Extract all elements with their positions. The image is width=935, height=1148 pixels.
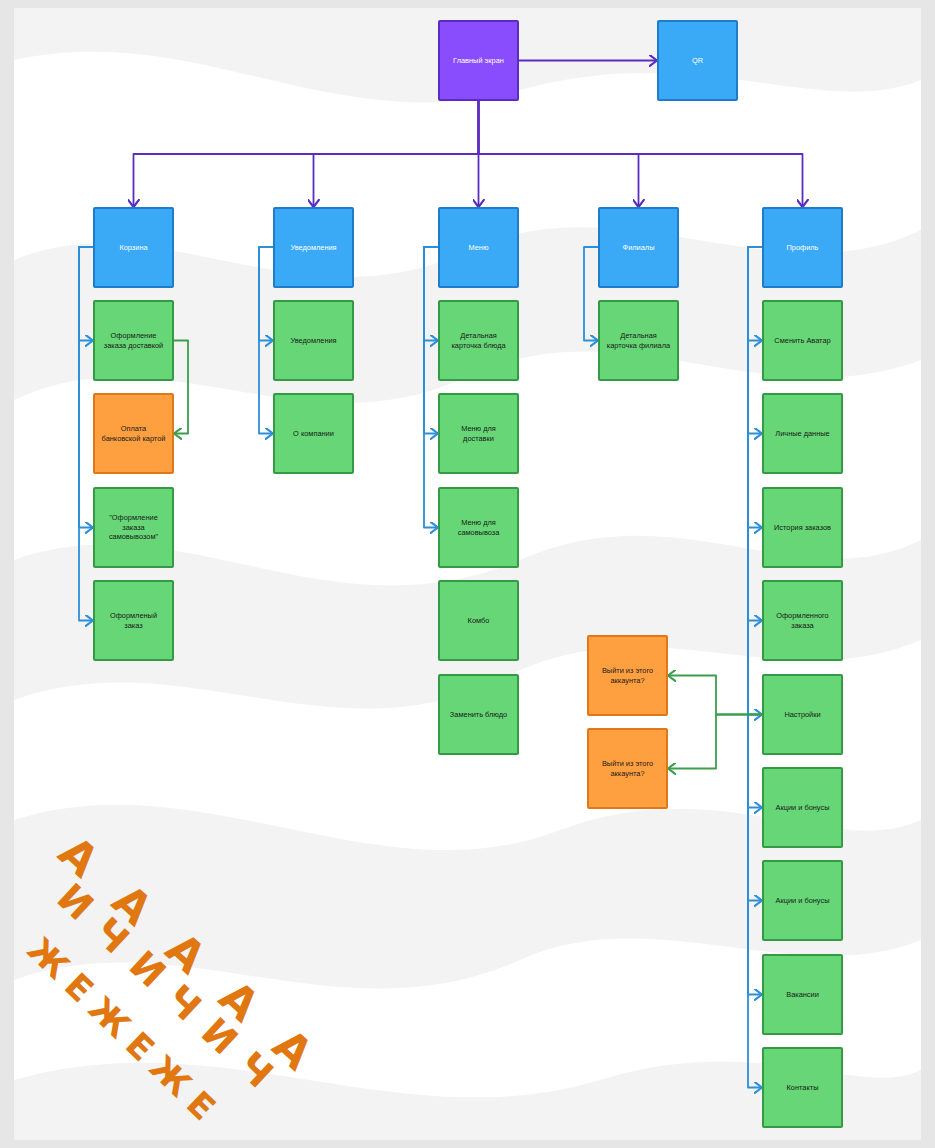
flow-arrow: [668, 715, 762, 769]
node-label: Меню для доставки: [446, 424, 511, 443]
flow-arrow: [478, 101, 480, 207]
screen-box: Детальная карточка филиала: [598, 300, 679, 381]
flow-arrow: [748, 247, 762, 715]
flow-arrow: [79, 247, 93, 621]
node-label: Акции и бонусы: [776, 896, 830, 906]
flow-arrow: [748, 247, 762, 341]
node-label: Меню для самовывоза: [446, 518, 511, 537]
section-box: Профиль: [762, 207, 843, 288]
flow-arrow: [748, 247, 762, 528]
screen-box: Комбо: [438, 580, 519, 661]
node-label: Оплата банковской картой: [101, 424, 166, 443]
screen-box: Оформленый заказ: [93, 580, 174, 661]
node-label: Контакты: [787, 1083, 819, 1093]
flow-arrow: [424, 247, 438, 528]
flow-arrow: [424, 247, 438, 434]
section-box: Корзина: [93, 207, 174, 288]
flow-arrow: [748, 247, 762, 621]
node-label: Настройки: [784, 710, 820, 720]
flow-arrow: [259, 247, 273, 341]
screen-box: Вакансии: [762, 954, 843, 1035]
panel: [14, 8, 921, 1140]
screen-box: Акции и бонусы: [762, 860, 843, 941]
node-label: Детальная карточка блюда: [446, 331, 511, 350]
node-label: Корзина: [119, 243, 147, 253]
node-label: Заменить блюдо: [450, 710, 507, 720]
screen-box: Оформленного заказа: [762, 580, 843, 661]
flow-arrow: [259, 247, 273, 434]
node-label: QR: [692, 56, 703, 66]
root-screen-box: Главный экран: [438, 20, 519, 101]
flow-arrow: [174, 341, 188, 434]
screen-box: Настройки: [762, 674, 843, 755]
node-label: Детальная карточка филиала: [606, 331, 671, 350]
node-label: История заказов: [774, 523, 831, 533]
screen-box: Сменить Аватар: [762, 300, 843, 381]
screen-box: О компании: [273, 393, 354, 474]
node-label: Сменить Аватар: [774, 336, 830, 346]
flow-arrow: [748, 247, 762, 995]
node-label: Профиль: [787, 243, 819, 253]
flow-arrow: [668, 676, 762, 715]
node-label: Вакансии: [786, 990, 819, 1000]
flow-arrow: [748, 247, 762, 1088]
screen-box: Личные данные: [762, 393, 843, 474]
popup-box: Выйти из этого аккаунта?: [587, 635, 668, 716]
screen-box: Уведомления: [273, 300, 354, 381]
node-label: Главный экран: [453, 56, 504, 66]
flow-arrow: [519, 60, 657, 62]
screen-box: Меню для доставки: [438, 393, 519, 474]
flow-arrow: [748, 247, 762, 901]
screen-box: "Оформление заказа самовывозом": [93, 487, 174, 568]
screen-box: Контакты: [762, 1047, 843, 1128]
node-label: Выйти из этого аккаунта?: [595, 666, 660, 685]
flow-arrow: [584, 247, 598, 341]
section-box: Меню: [438, 207, 519, 288]
node-label: Личные данные: [775, 429, 829, 439]
flow-arrow: [424, 247, 438, 341]
flow-arrow: [134, 101, 479, 207]
screen-box: Меню для самовывоза: [438, 487, 519, 568]
popup-box: Оплата банковской картой: [93, 393, 174, 474]
screen-box: Оформление заказа доставкой: [93, 300, 174, 381]
node-label: О компании: [293, 429, 334, 439]
node-label: Оформленый заказ: [101, 611, 166, 630]
node-label: Филиалы: [623, 243, 655, 253]
flow-arrow: [748, 247, 762, 434]
node-label: "Оформление заказа самовывозом": [101, 513, 166, 542]
flow-arrow: [748, 247, 762, 808]
wave-decoration: [14, 8, 921, 1140]
flow-arrow: [79, 247, 93, 341]
node-label: Оформленного заказа: [770, 611, 835, 630]
flow-arrow: [79, 247, 93, 528]
node-label: Уведомления: [290, 243, 336, 253]
node-label: Акции и бонусы: [776, 803, 830, 813]
section-box: QR: [657, 20, 738, 101]
flow-arrow: [479, 101, 639, 207]
node-label: Комбо: [468, 616, 490, 626]
screen-box: История заказов: [762, 487, 843, 568]
popup-box: Выйти из этого аккаунта?: [587, 728, 668, 809]
screen-box: Детальная карточка блюда: [438, 300, 519, 381]
node-label: Выйти из этого аккаунта?: [595, 759, 660, 778]
screen-box: Акции и бонусы: [762, 767, 843, 848]
flow-arrow: [314, 101, 479, 207]
section-box: Филиалы: [598, 207, 679, 288]
node-label: Оформление заказа доставкой: [101, 331, 166, 350]
flow-arrow: [479, 101, 803, 207]
section-box: Уведомления: [273, 207, 354, 288]
node-label: Уведомления: [290, 336, 336, 346]
node-label: Меню: [469, 243, 489, 253]
screen-box: Заменить блюдо: [438, 674, 519, 755]
